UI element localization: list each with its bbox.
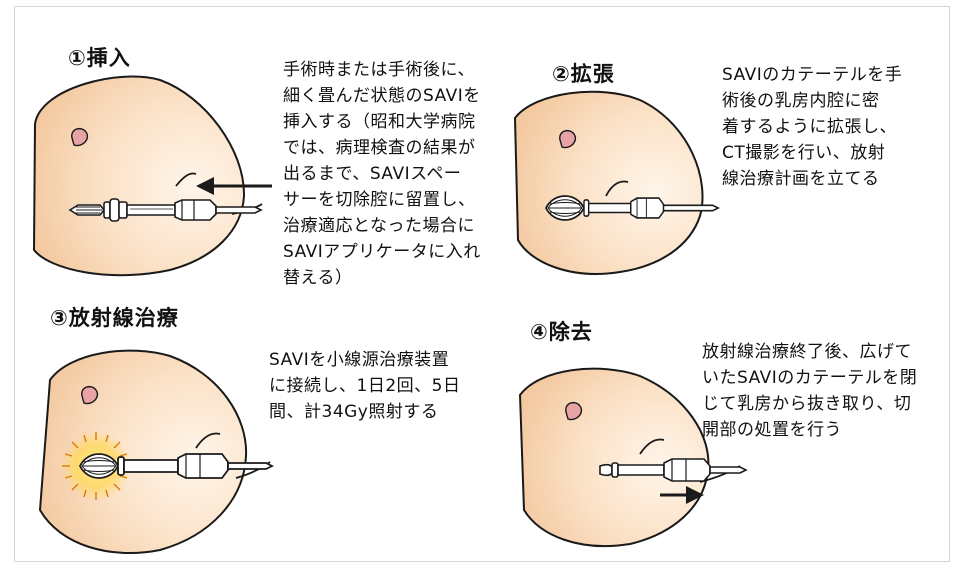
- step-2-title: ②拡張: [552, 62, 615, 86]
- breast-illustration-4: [518, 367, 748, 548]
- step-1-title: ①挿入: [68, 46, 131, 70]
- nipple-1: [71, 127, 89, 147]
- breast-illustration-3: [38, 349, 275, 554]
- step-3-title: ③放射線治療: [50, 306, 179, 330]
- breast-illustration-2: [513, 90, 720, 275]
- step-3-description: SAVIを小線源治療装置 に接続し、1日2回、5日 間、計34Gy照射する: [269, 350, 461, 422]
- step-4-title: ④除去: [530, 320, 593, 344]
- step-2-description: SAVIのカテーテルを手 術後の乳房内腔に密 着するように拡張し、 CT撮影を行…: [722, 65, 903, 189]
- nipple-3: [81, 385, 99, 405]
- breast-illustration-1: [32, 75, 263, 277]
- nipple-4: [565, 401, 583, 421]
- step-4-description: 放射線治療終了後、広げて いたSAVIのカテーテルを閉 じて乳房から抜き取り、切…: [702, 342, 918, 440]
- arrow-right-icon: [660, 486, 704, 504]
- arrow-left-icon: [196, 177, 272, 195]
- step-1-description: 手術時または手術後に、 細く畳んだ状態のSAVIを 挿入する（昭和大学病院 では…: [283, 60, 481, 288]
- nipple-2: [559, 129, 577, 149]
